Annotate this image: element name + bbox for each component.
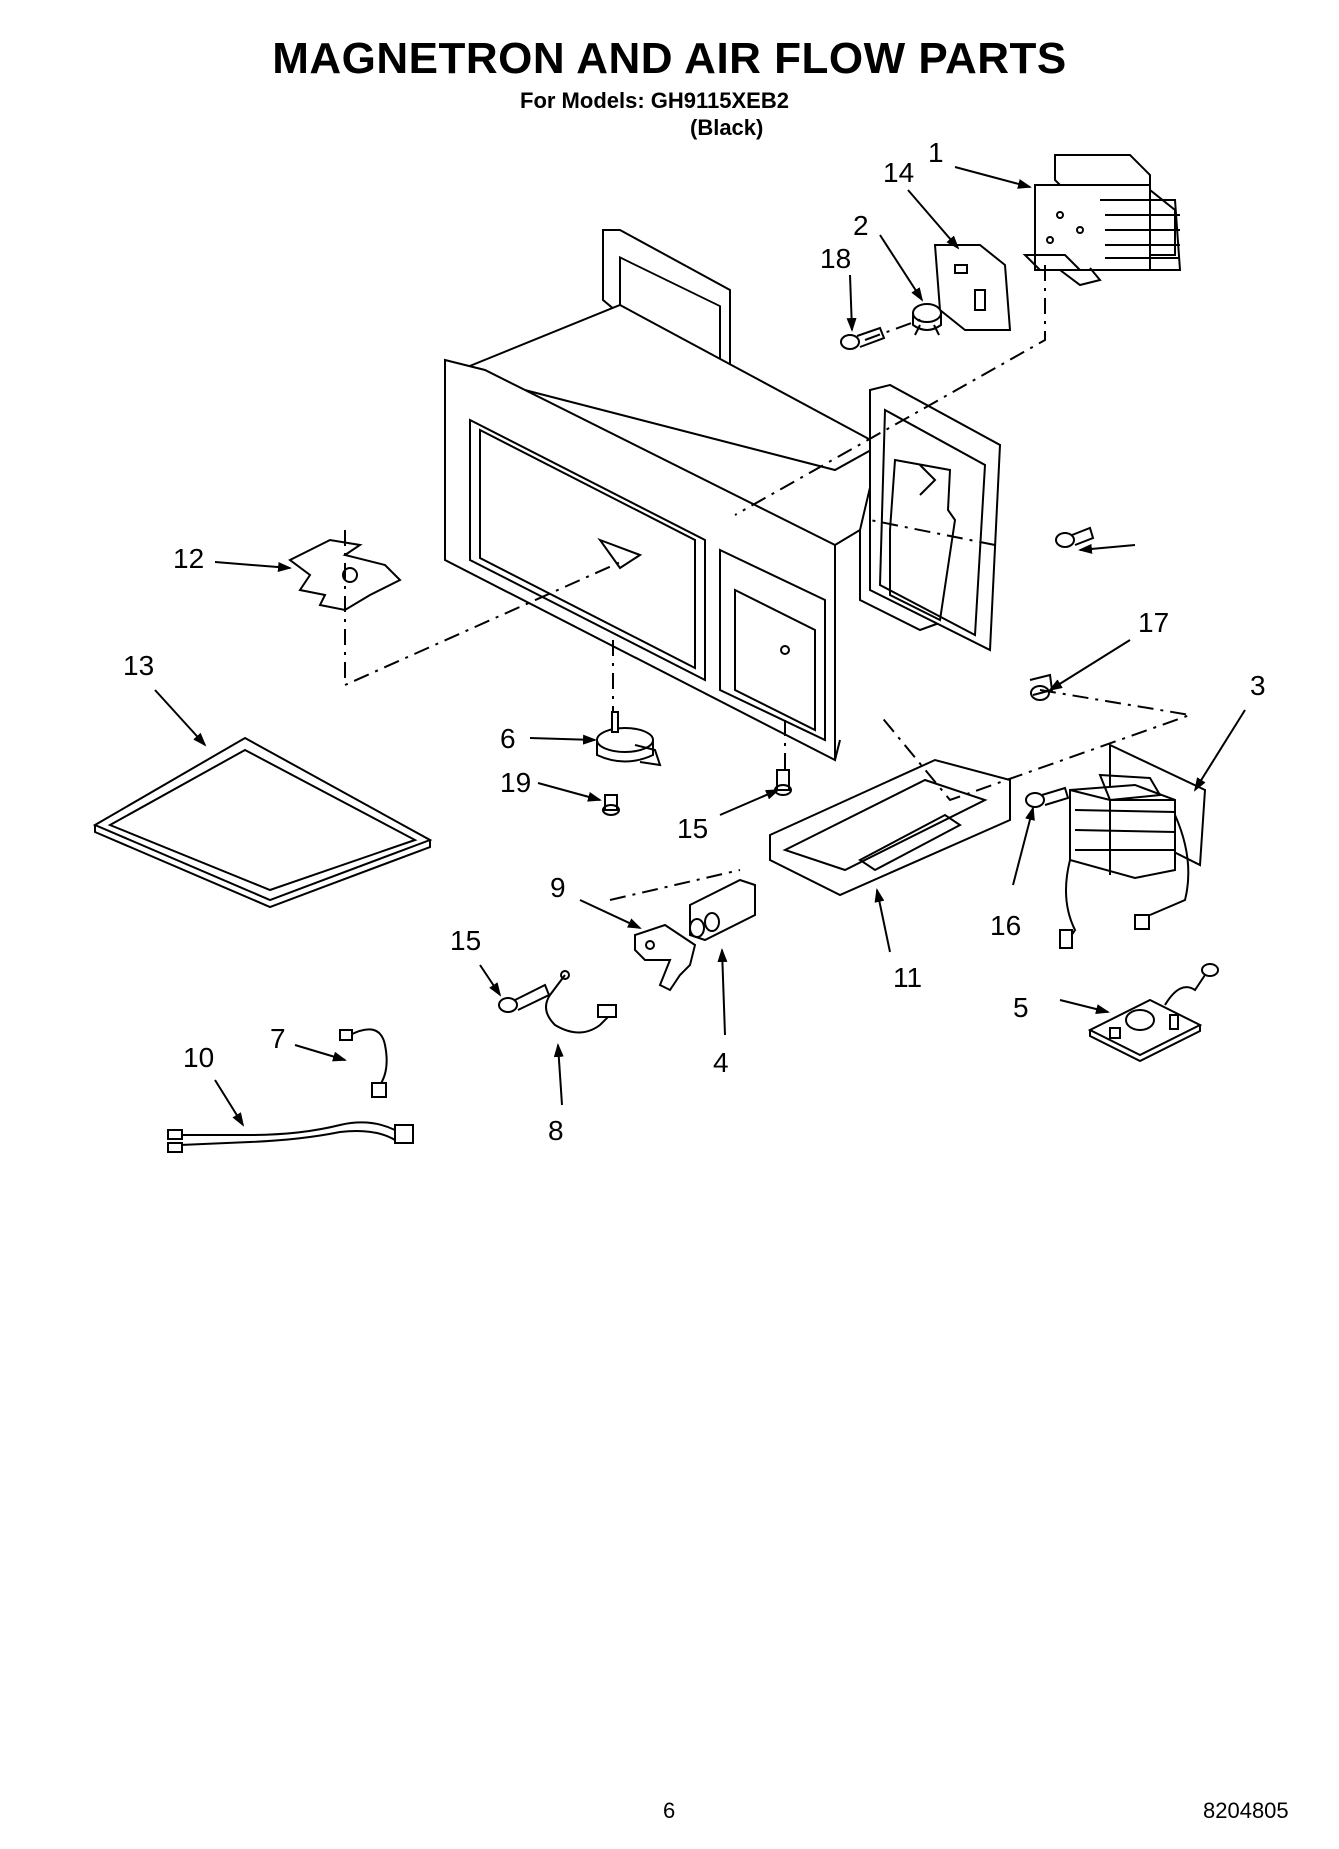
- part-bracket-plate: [933, 244, 1012, 331]
- callout-5: 5: [1013, 992, 1029, 1023]
- part-base-plate: [769, 758, 1011, 897]
- callout-14: 14: [883, 157, 914, 188]
- callout-16: 16: [990, 910, 1021, 941]
- part-cavity-frame: [444, 229, 1002, 762]
- models-line: For Models: GH9115XEB2: [520, 88, 789, 113]
- callout-1: 1: [928, 137, 944, 168]
- document-code: 8204805: [1203, 1798, 1289, 1823]
- part-stirrer-motor: [596, 711, 662, 767]
- callout-4: 4: [713, 1047, 729, 1078]
- part-screw-15-lower: [498, 983, 551, 1013]
- part-diode: [545, 970, 617, 1034]
- callout-9: 9: [550, 872, 566, 903]
- part-screw-16: [1025, 786, 1070, 808]
- callout-15-top: 15: [677, 813, 708, 844]
- part-screw-17-lower: [1029, 673, 1054, 701]
- leader-arrows: [154, 166, 1246, 1127]
- part-wire-harness-10: [167, 1121, 414, 1153]
- callout-19: 19: [500, 767, 531, 798]
- callout-13: 13: [123, 650, 154, 681]
- callout-12: 12: [173, 543, 204, 574]
- part-transformer: [1059, 743, 1207, 949]
- callout-15-lower: 15: [450, 925, 481, 956]
- callout-2: 2: [853, 210, 869, 241]
- part-screw-19: [602, 794, 620, 816]
- callout-6: 6: [500, 723, 516, 754]
- part-magnetron: [1022, 154, 1182, 287]
- callout-labels: 1 2 3 4 5 6 7 8 9 10 11 12 13 14 15 15 1…: [123, 137, 1266, 1146]
- callout-17-upper: 17: [1138, 607, 1169, 638]
- callout-8: 8: [548, 1115, 564, 1146]
- page-number: 6: [663, 1798, 676, 1823]
- part-screw-17-upper: [1055, 526, 1095, 548]
- callout-3: 3: [1250, 670, 1266, 701]
- page-title: MAGNETRON AND AIR FLOW PARTS: [272, 34, 1067, 83]
- callout-10: 10: [183, 1042, 214, 1073]
- part-glass-tray: [92, 736, 433, 909]
- assembly-lines: [344, 265, 1194, 901]
- part-thermal-cutout: [912, 303, 942, 336]
- callout-18: 18: [820, 243, 851, 274]
- part-wire-7: [339, 1028, 388, 1098]
- part-screw-18: [840, 326, 886, 350]
- color-line: (Black): [690, 115, 764, 140]
- callout-11: 11: [893, 962, 922, 993]
- part-capacitor-bracket: [634, 923, 697, 992]
- callout-7: 7: [270, 1023, 286, 1054]
- part-capacitor: [689, 878, 756, 942]
- part-noise-filter: [1087, 963, 1219, 1063]
